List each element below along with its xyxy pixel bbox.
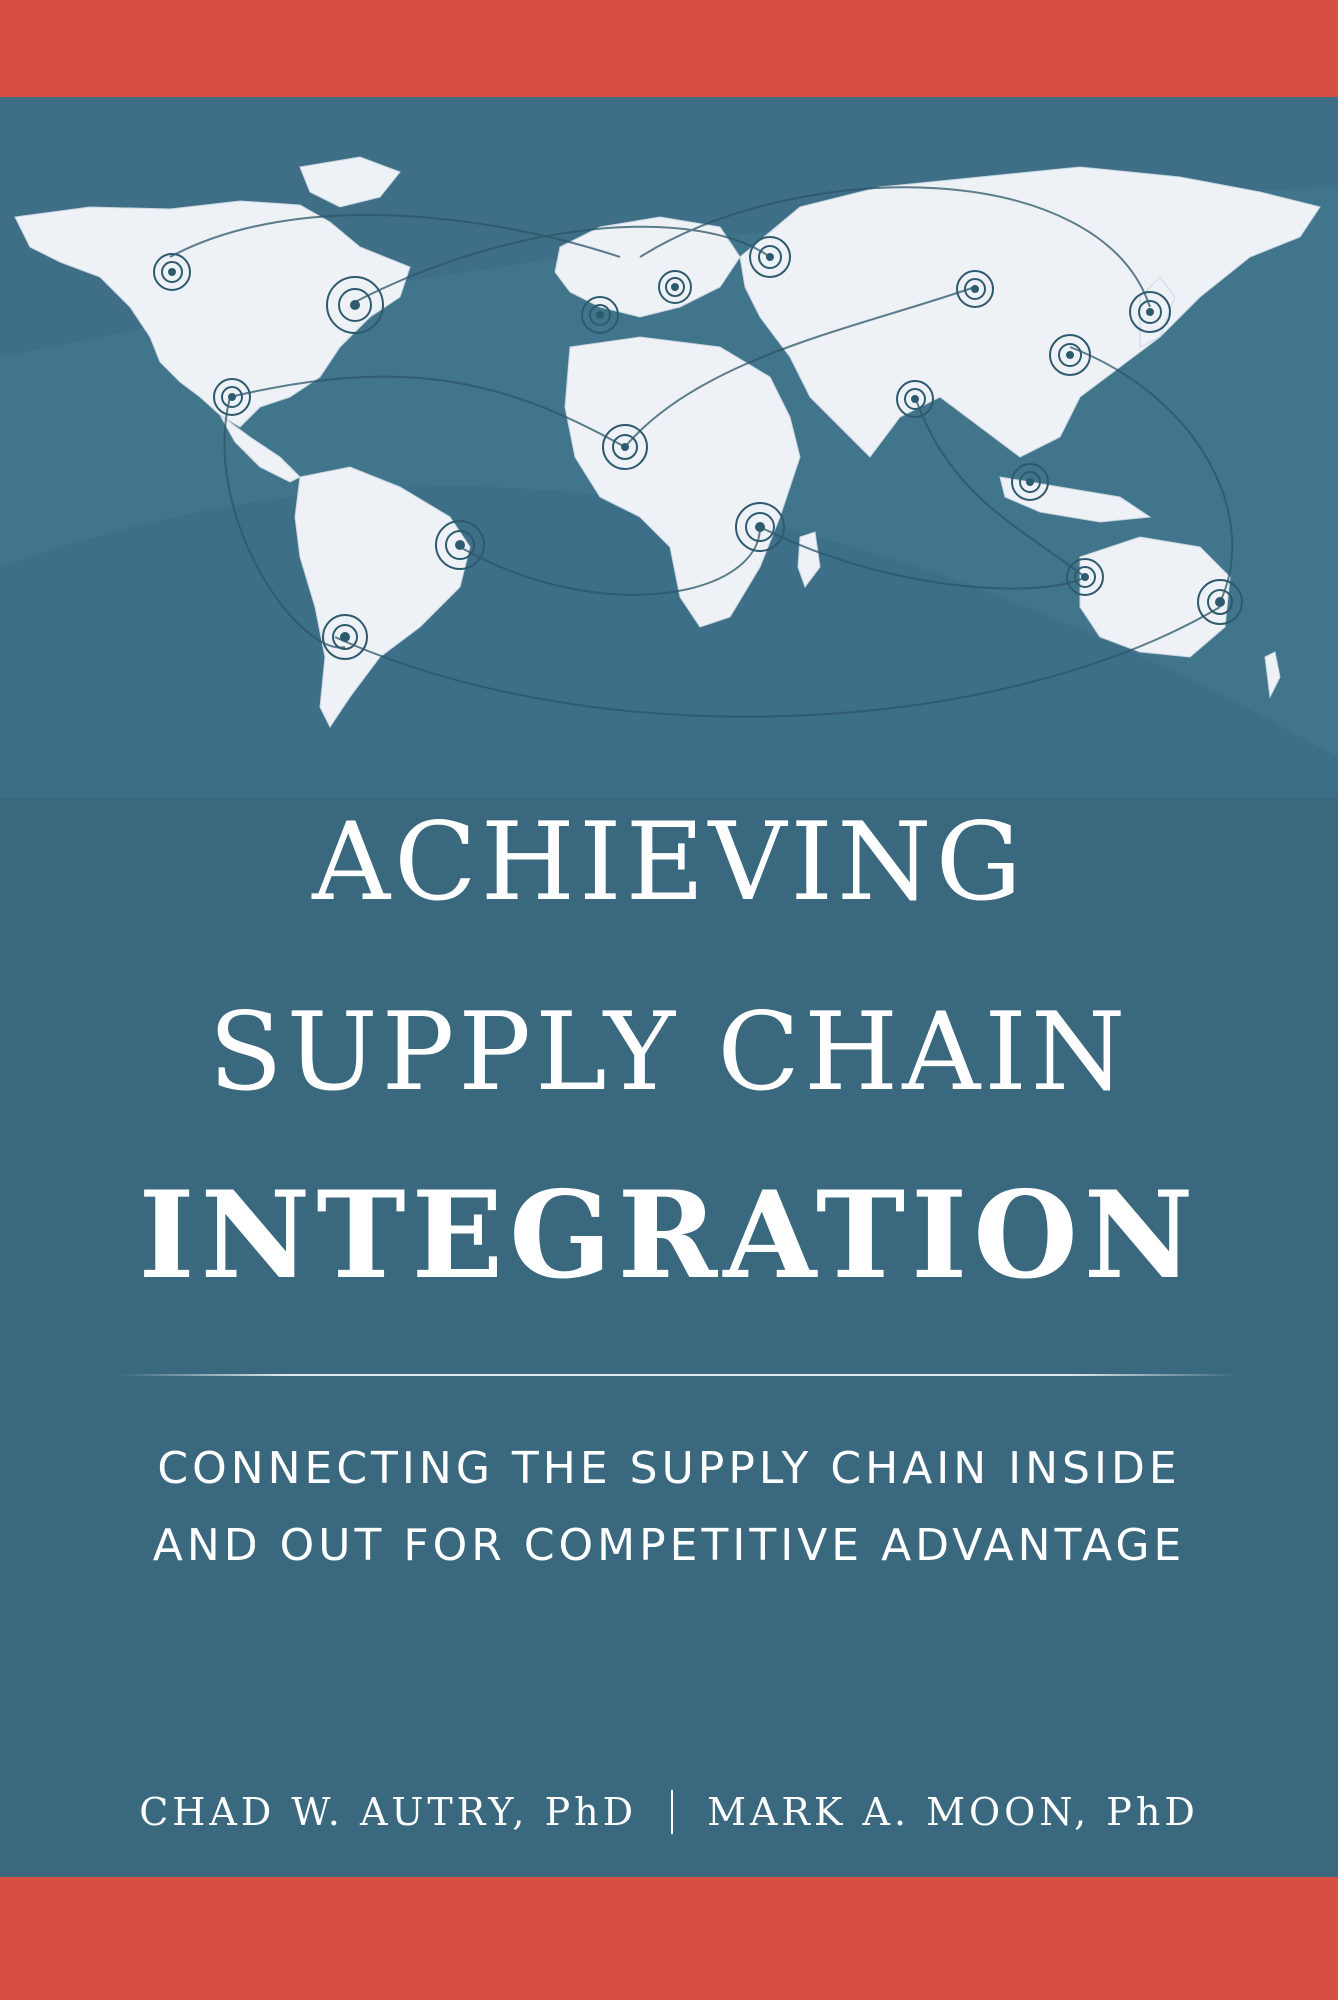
bottom-red-band bbox=[0, 1877, 1338, 2000]
asia bbox=[739, 166, 1321, 458]
europe bbox=[554, 216, 741, 318]
australia bbox=[1079, 536, 1231, 658]
city-markers bbox=[153, 236, 1243, 660]
world-map-illustration bbox=[0, 97, 1338, 797]
authors: CHAD W. AUTRY, PhD MARK A. MOON, PhD bbox=[0, 1790, 1338, 1834]
world-map bbox=[0, 97, 1338, 797]
author-2: MARK A. MOON, PhD bbox=[707, 1790, 1199, 1834]
central-america bbox=[219, 414, 301, 483]
author-1: CHAD W. AUTRY, PhD bbox=[139, 1790, 638, 1834]
title-line-3: INTEGRATION bbox=[138, 1165, 1200, 1306]
new-zealand bbox=[1264, 651, 1281, 699]
japan bbox=[1139, 276, 1176, 348]
greenland bbox=[299, 156, 401, 208]
title-divider bbox=[118, 1374, 1238, 1376]
author-separator bbox=[671, 1790, 674, 1834]
south-america bbox=[294, 466, 471, 728]
network-routes bbox=[169, 186, 1234, 718]
title-line-1: ACHIEVING bbox=[312, 800, 1026, 925]
africa bbox=[564, 336, 801, 628]
subtitle-line-1: CONNECTING THE SUPPLY CHAIN INSIDE bbox=[157, 1443, 1181, 1494]
subtitle-line-2: AND OUT FOR COMPETITIVE ADVANTAGE bbox=[152, 1520, 1186, 1571]
continents bbox=[14, 156, 1321, 728]
top-red-band bbox=[0, 0, 1338, 97]
title-line-2: SUPPLY CHAIN bbox=[208, 990, 1130, 1115]
north-america bbox=[14, 200, 411, 428]
